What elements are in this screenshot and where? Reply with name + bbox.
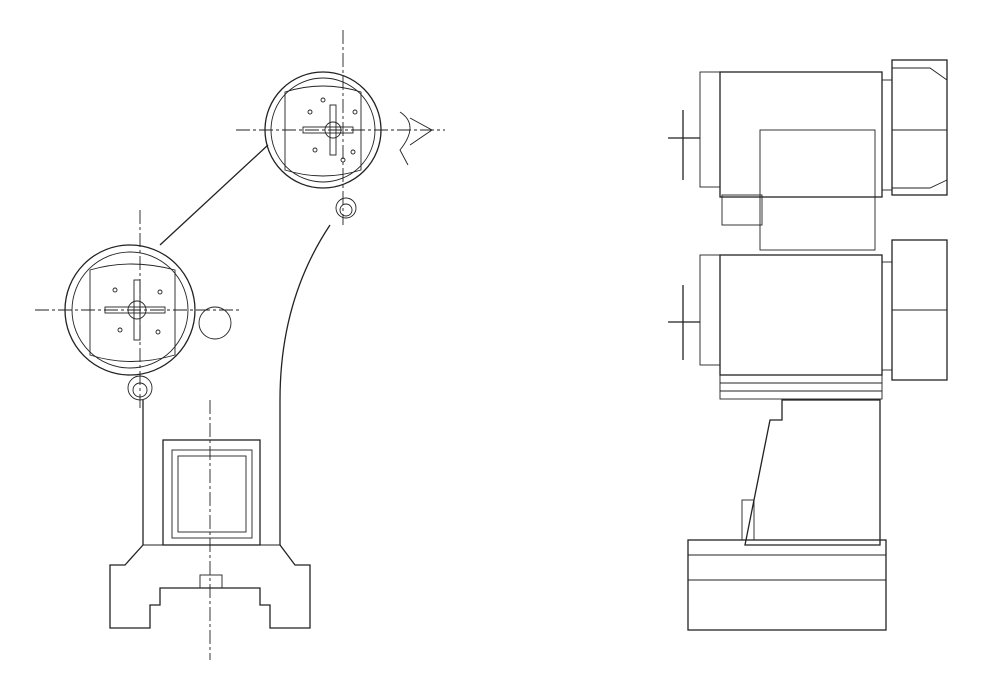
upper-head [668, 59, 948, 251]
lower-head [668, 239, 948, 400]
side-view [668, 59, 948, 631]
arm-body [109, 144, 331, 660]
front-view [35, 30, 445, 660]
upper-chuck [236, 30, 445, 225]
lower-chuck [35, 210, 240, 410]
column-base [687, 399, 887, 631]
